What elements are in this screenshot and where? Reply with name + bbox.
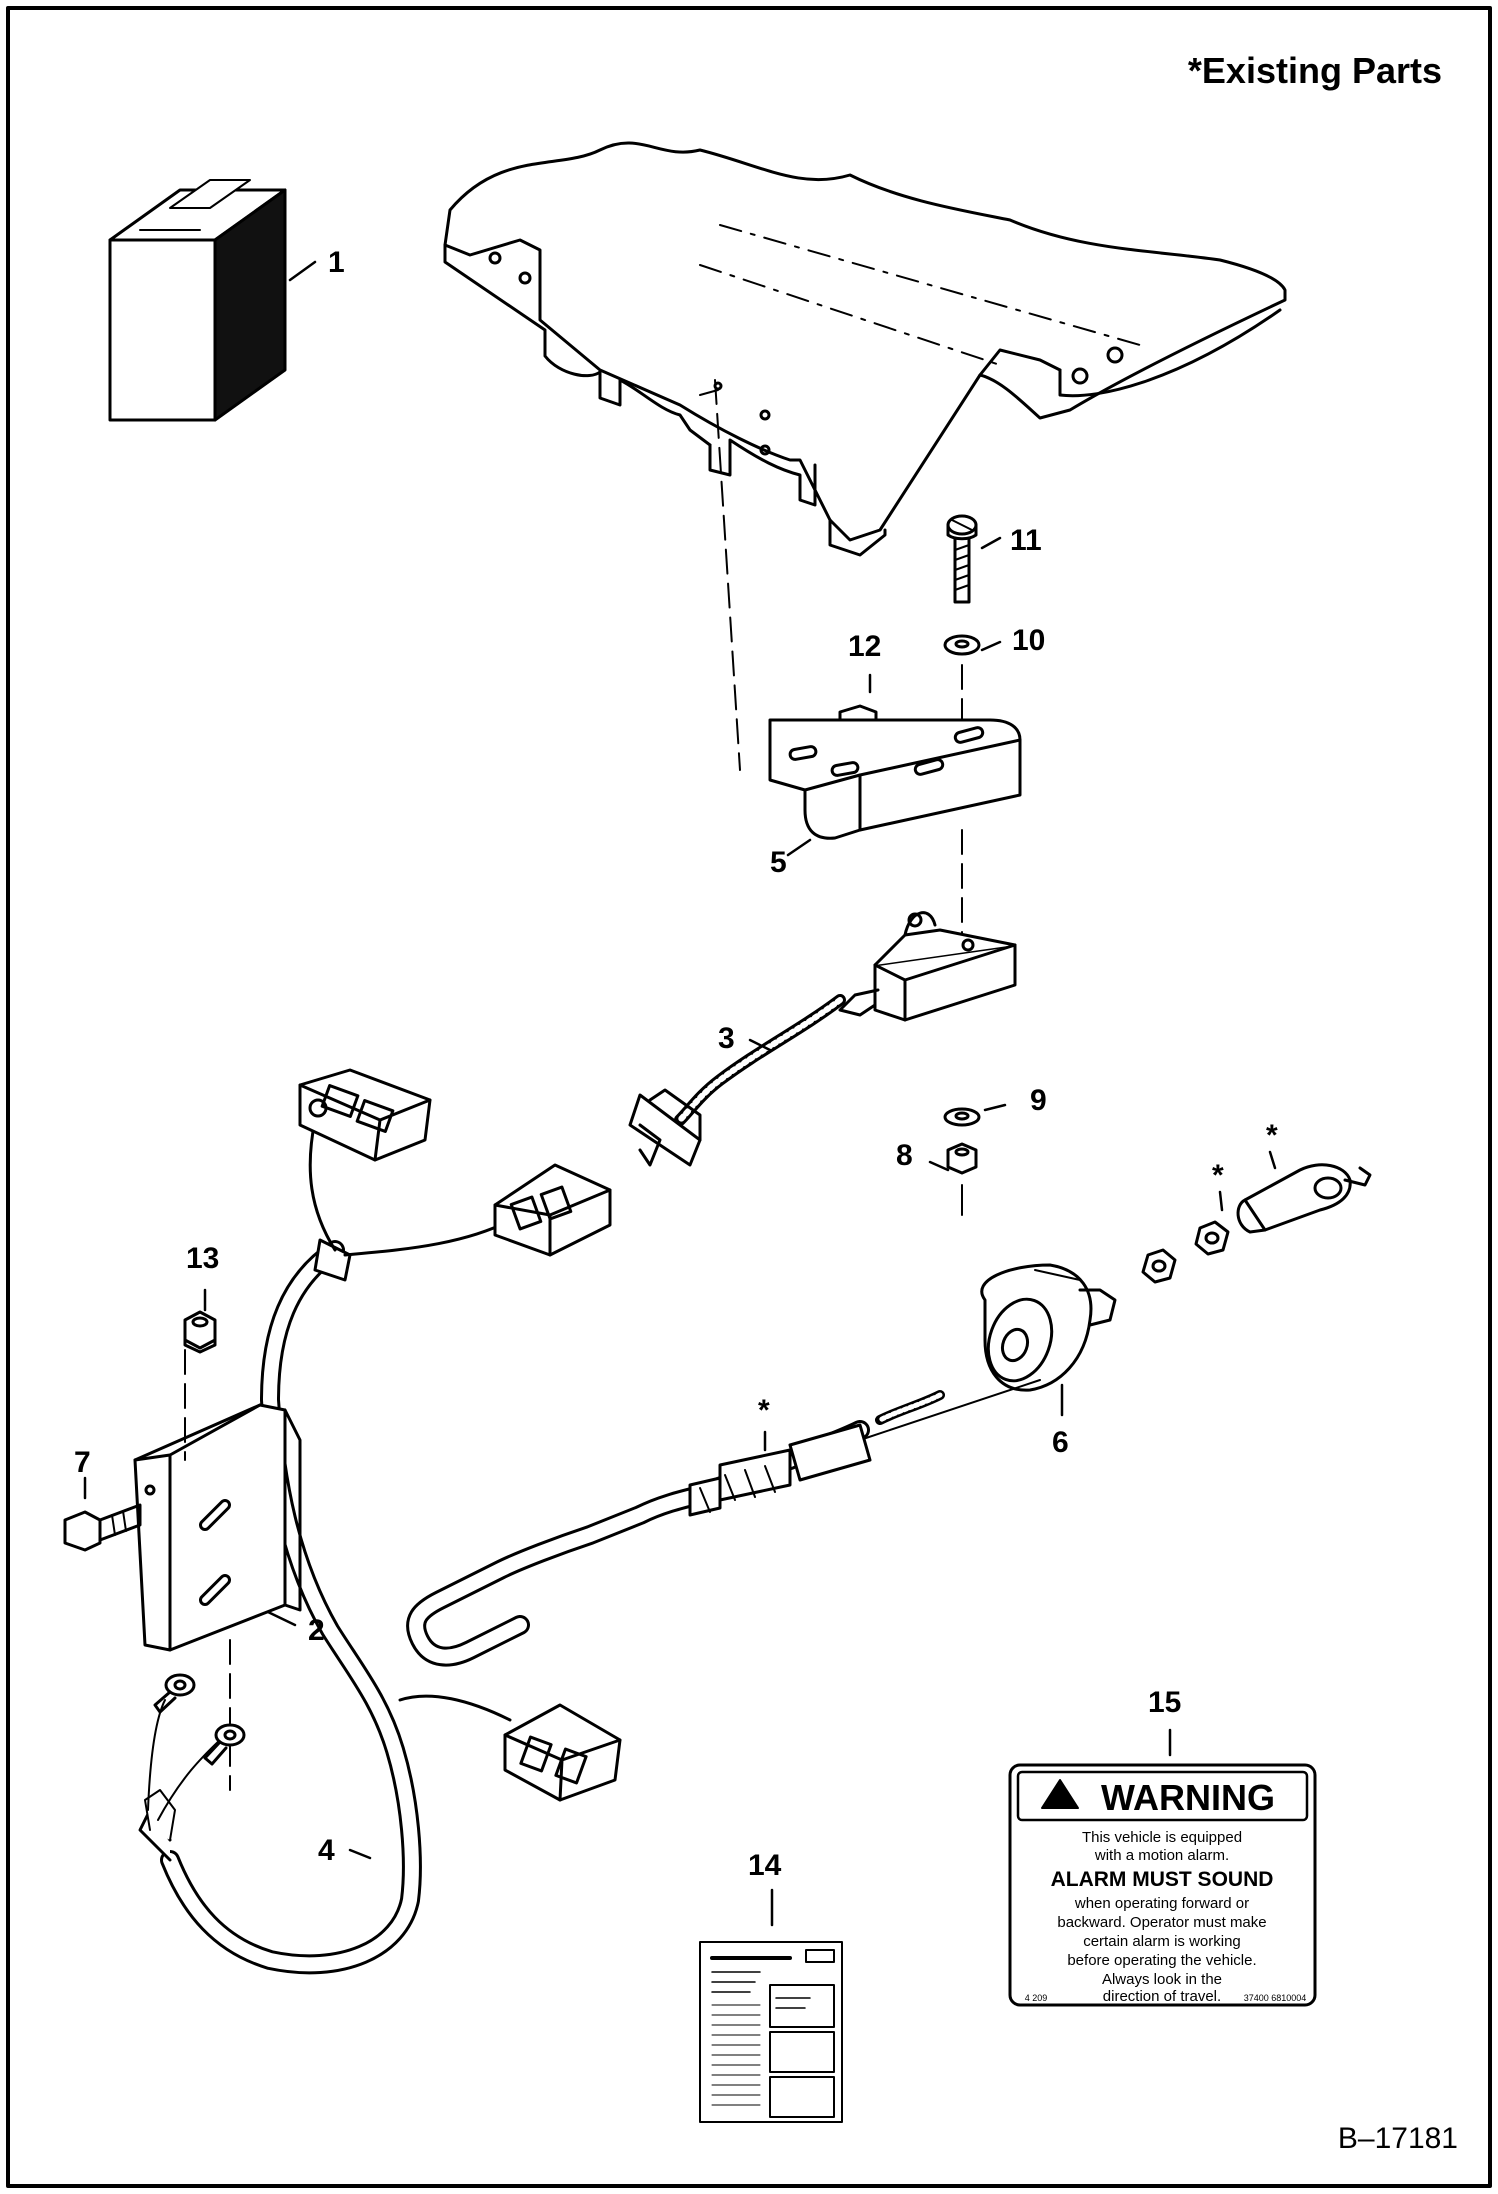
existing-marker-washer: * <box>1212 1159 1224 1192</box>
callout-9: 9 <box>1030 1084 1047 1117</box>
callout-leaders <box>83 260 1277 1927</box>
callout-6: 6 <box>1052 1426 1069 1459</box>
drawing-id: B–17181 <box>1337 2122 1458 2155</box>
assembly-line-nut-plate <box>184 1349 231 1791</box>
callout-13: 13 <box>186 1242 219 1275</box>
decal-footer-left: 4 209 <box>1025 1993 1048 2003</box>
part-1-alarm-module <box>108 179 287 422</box>
callout-1: 1 <box>328 246 345 279</box>
part-8-nut <box>946 1142 978 1216</box>
callout-14: 14 <box>748 1849 782 1882</box>
part-10-washer <box>943 634 981 656</box>
part-2-mount-plate <box>133 1403 302 1652</box>
frame-plate <box>443 141 1287 557</box>
part-7-bolt <box>63 1503 142 1552</box>
ring-terminal-a <box>153 1673 196 1714</box>
decal-line-5: certain alarm is working <box>1083 1933 1241 1950</box>
existing-marker-cable: * <box>758 1394 770 1427</box>
callout-8: 8 <box>896 1139 913 1172</box>
sheet-border <box>6 6 1492 2188</box>
callout-3: 3 <box>718 1022 735 1055</box>
diagram-title: *Existing Parts <box>1187 50 1442 91</box>
callout-7: 7 <box>74 1446 91 1479</box>
decal-line-6: before operating the vehicle. <box>1067 1952 1256 1969</box>
decal-line-8: direction of travel. <box>1103 1988 1221 2005</box>
part-6-cable-isolator <box>980 1263 1117 1392</box>
part-15-warning-decal <box>1008 1763 1317 2007</box>
decal-headline: ALARM MUST SOUND <box>1051 1868 1274 1891</box>
part-14-instruction-sheet <box>699 1941 843 2123</box>
part-3-switch-harness <box>628 911 1017 1167</box>
part-11-bolt <box>946 514 978 604</box>
part-13-nut <box>183 1310 217 1354</box>
callout-2: 2 <box>308 1614 325 1647</box>
existing-rod-end <box>1236 1163 1372 1234</box>
existing-washer <box>1194 1220 1230 1256</box>
callout-12: 12 <box>848 630 881 663</box>
decal-footer-right: 37400 6810004 <box>1244 1993 1307 2003</box>
decal-line-7: Always look in the <box>1102 1971 1222 1988</box>
part-4-wire-harness <box>138 1118 522 1975</box>
harness-connector-bottom <box>503 1703 622 1802</box>
harness-connector-middle <box>493 1163 612 1257</box>
ring-terminal-b <box>203 1723 246 1766</box>
part-9-lockwasher <box>943 1107 981 1127</box>
existing-jam-nut <box>1141 1248 1177 1284</box>
existing-cable <box>406 1379 1041 1667</box>
harness-connector-top <box>298 1068 432 1162</box>
callout-15: 15 <box>1148 1686 1181 1719</box>
decal-line-2: with a motion alarm. <box>1094 1847 1229 1864</box>
decal-line-4: backward. Operator must make <box>1057 1914 1266 1931</box>
existing-marker-rod-end: * <box>1266 1119 1278 1152</box>
decal-line-3: when operating forward or <box>1074 1895 1249 1912</box>
decal-line-1: This vehicle is equipped <box>1082 1829 1242 1846</box>
assembly-line-frame-bracket <box>714 379 741 771</box>
warning-triangle-icon <box>1041 1779 1079 1809</box>
callout-10: 10 <box>1012 624 1045 657</box>
callout-5: 5 <box>770 846 787 879</box>
callout-4: 4 <box>318 1834 335 1867</box>
decal-warning-label: WARNING <box>1101 1777 1275 1818</box>
part-5-bracket <box>768 718 1022 840</box>
callout-11: 11 <box>1010 524 1042 557</box>
